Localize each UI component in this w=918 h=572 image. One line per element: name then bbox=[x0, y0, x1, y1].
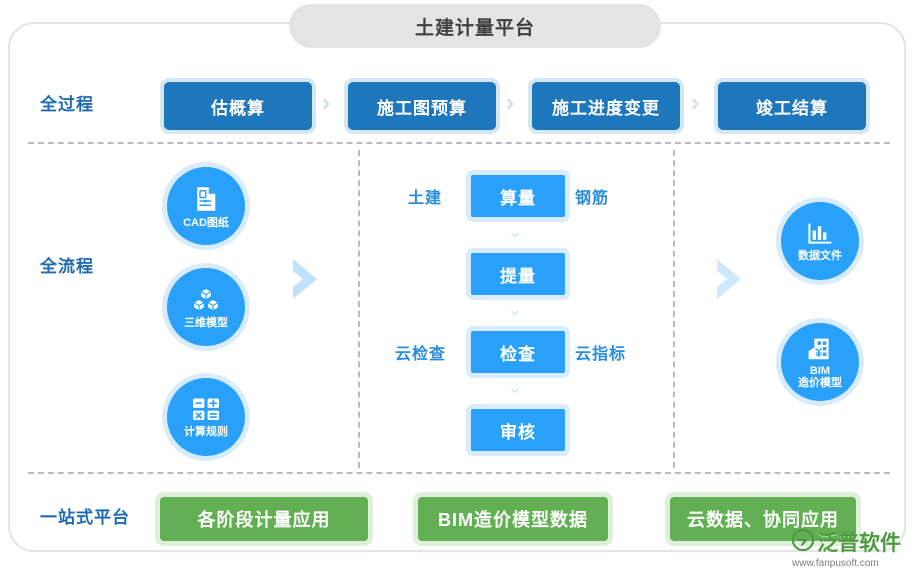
input-node-calc-rules[interactable]: 计算规则 bbox=[167, 378, 245, 456]
calculator-icon bbox=[191, 397, 221, 423]
platform-button-3[interactable]: 云数据、协同应用 bbox=[665, 492, 861, 546]
output-node-label-2: 造价模型 bbox=[798, 376, 842, 389]
page-title: 土建计量平台 bbox=[289, 4, 661, 48]
input-node-3d-model[interactable]: 三维模型 bbox=[167, 268, 245, 346]
flow-step-shenhe[interactable]: 审核 bbox=[466, 404, 570, 456]
chevron-down-icon: ⌄ bbox=[507, 222, 523, 241]
stage-button-4[interactable]: 竣工结算 bbox=[714, 78, 870, 134]
stage-button-1[interactable]: 估概算 bbox=[160, 78, 316, 134]
divider-vertical-left bbox=[358, 150, 360, 468]
bar-chart-file-icon bbox=[806, 221, 834, 247]
output-node-bim-cost-model[interactable]: BIM 造价模型 bbox=[781, 323, 859, 401]
row-label-process: 全过程 bbox=[40, 95, 94, 114]
flow-step-jiancha[interactable]: 检查 bbox=[466, 326, 570, 378]
row-label-workflow: 全流程 bbox=[40, 257, 94, 276]
cad-drawing-icon bbox=[191, 184, 221, 214]
chevron-right-icon: › bbox=[505, 87, 515, 117]
flow-arrow-left bbox=[290, 256, 328, 302]
chevron-right-icon: › bbox=[321, 87, 331, 117]
input-node-cad[interactable]: CAD图纸 bbox=[167, 167, 245, 245]
divider-top bbox=[28, 142, 890, 144]
bim-cost-model-icon bbox=[806, 336, 834, 362]
output-node-label: 数据文件 bbox=[798, 249, 842, 262]
stage-button-2[interactable]: 施工图预算 bbox=[344, 78, 500, 134]
watermark-url: www.fanpusoft.com bbox=[792, 558, 879, 569]
flow-step-tiliang[interactable]: 提量 bbox=[466, 248, 570, 300]
flow-tag-left-3: 云检查 bbox=[395, 346, 447, 363]
input-node-label: CAD图纸 bbox=[183, 216, 229, 229]
flow-step-suanliang[interactable]: 算量 bbox=[466, 170, 570, 222]
flow-arrow-right bbox=[714, 256, 752, 302]
stage-button-3[interactable]: 施工进度变更 bbox=[528, 78, 684, 134]
divider-bottom bbox=[28, 472, 890, 474]
input-node-label: 计算规则 bbox=[184, 425, 228, 438]
platform-button-2[interactable]: BIM造价模型数据 bbox=[413, 492, 613, 546]
chevron-right-icon: › bbox=[690, 87, 700, 117]
output-node-label: BIM bbox=[809, 364, 831, 377]
three-d-model-icon bbox=[190, 286, 222, 314]
platform-button-1[interactable]: 各阶段计量应用 bbox=[155, 492, 373, 546]
chevron-down-icon: ⌄ bbox=[507, 300, 523, 319]
flow-tag-right-3: 云指标 bbox=[575, 346, 627, 363]
output-node-data-file[interactable]: 数据文件 bbox=[781, 202, 859, 280]
divider-vertical-right bbox=[673, 150, 675, 468]
input-node-label: 三维模型 bbox=[184, 316, 228, 329]
chevron-down-icon: ⌄ bbox=[507, 378, 523, 397]
row-label-platform: 一站式平台 bbox=[40, 508, 130, 527]
flow-tag-right-1: 钢筋 bbox=[575, 190, 610, 207]
flow-tag-left-1: 土建 bbox=[408, 190, 443, 207]
